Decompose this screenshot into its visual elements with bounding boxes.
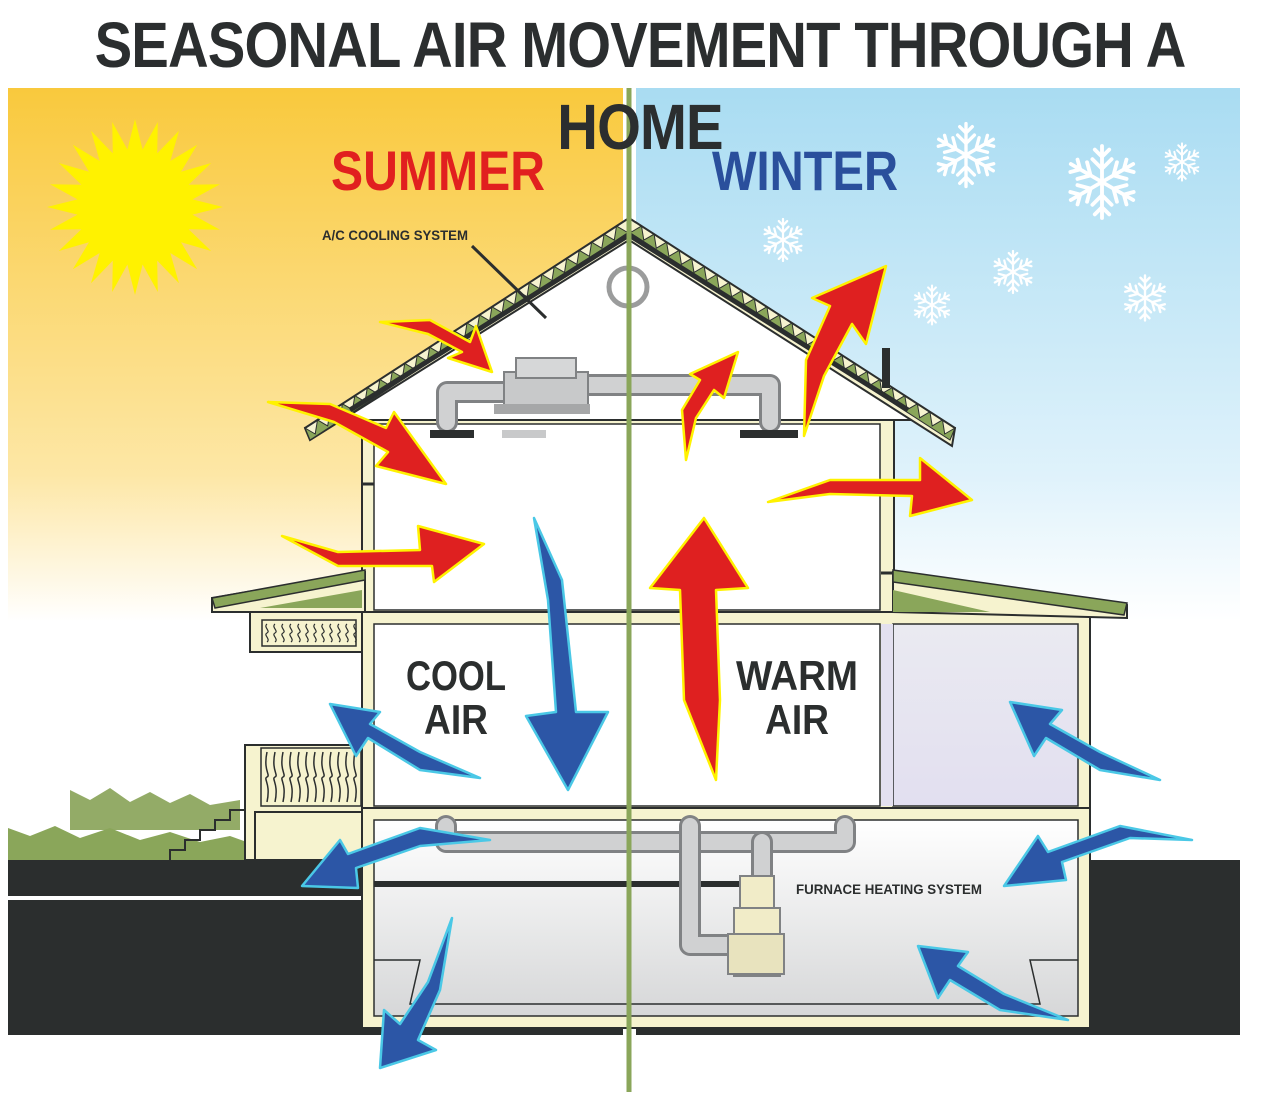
winter-wall-arrow <box>766 456 974 518</box>
sun-icon <box>47 119 223 295</box>
ac-system-label: A/C COOLING SYSTEM <box>322 227 468 243</box>
summer-exit-ground-arrow <box>378 916 454 1070</box>
side-wing-left <box>249 611 363 653</box>
winter-heading: WINTER <box>712 139 898 202</box>
lower-roof-right <box>892 569 1128 620</box>
lower-roof-left <box>211 569 366 613</box>
summer-mid-arrow <box>280 524 486 584</box>
vents <box>430 430 798 438</box>
winter-ground-in-arrow <box>916 944 1070 1022</box>
furnace <box>727 875 785 977</box>
page-title: SEASONAL AIR MOVEMENT THROUGH A HOME <box>94 9 1187 163</box>
summer-exit-window-arrow <box>328 702 482 780</box>
winter-roof-arrow <box>802 264 888 438</box>
porch-railing <box>260 747 362 807</box>
summer-upper-arrow <box>266 400 448 486</box>
winter-attic-small-arrow <box>680 350 740 462</box>
warm-air-arrows <box>266 264 974 782</box>
cool-air-label-1: COOL <box>406 652 506 699</box>
winter-side-in-arrow <box>1008 700 1162 782</box>
ac-unit <box>494 357 590 414</box>
balcony-railing <box>265 623 357 643</box>
winter-big-up-arrow <box>648 516 750 782</box>
warm-air-label-1: WARM <box>736 652 858 699</box>
ac-pointer-line <box>470 244 548 320</box>
grass <box>8 788 255 860</box>
cool-air-label-2: AIR <box>424 696 488 743</box>
summer-big-down-arrow <box>524 516 610 792</box>
summer-exit-basement-arrow <box>300 826 492 890</box>
ductwork <box>435 374 856 956</box>
summer-attic-arrow <box>378 318 494 374</box>
summer-heading: SUMMER <box>331 139 545 202</box>
winter-basement-in-arrow <box>1002 824 1194 888</box>
warm-air-label-2: AIR <box>765 696 829 743</box>
furnace-system-label: FURNACE HEATING SYSTEM <box>796 881 982 897</box>
cool-air-arrows <box>300 516 1194 1070</box>
